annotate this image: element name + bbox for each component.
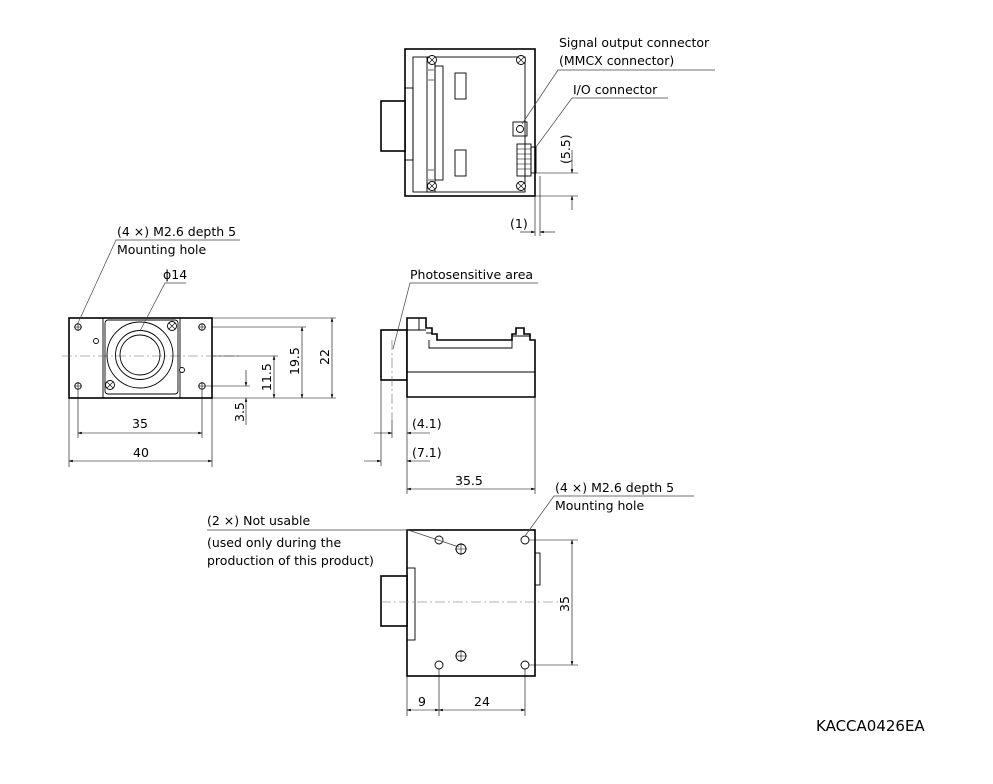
front-mounting-label-line2: Mounting hole: [117, 242, 207, 257]
signal-output-callout: Signal output connector (MMCX connector): [521, 35, 715, 125]
dim-front-hole-top: 19.5: [287, 347, 302, 375]
bottom-mounting-label-line1: (4 ×) M2.6 depth 5: [555, 480, 674, 495]
not-usable-label-line1: (2 ×) Not usable: [207, 513, 311, 528]
top-view: [380, 48, 537, 197]
not-usable-label-line2: (used only during the: [207, 535, 341, 550]
front-view-dimensions: 35 40 3.5 11.5 19.5 22: [68, 317, 336, 467]
bottom-view-lens-mount: [380, 575, 408, 627]
mounting-hole-icon: [434, 660, 444, 670]
top-view-body: [404, 48, 536, 197]
lens-mount-outer: [106, 321, 174, 389]
bottom-view-dimensions: 9 24 35: [406, 539, 578, 716]
io-connector-label: I/O connector: [573, 82, 658, 97]
bottom-mounting-label-line2: Mounting hole: [555, 498, 645, 513]
dim-sensor-depth-2: (7.1): [412, 445, 442, 460]
bottom-view-body: [406, 529, 536, 677]
signal-output-label-line1: Signal output connector: [559, 35, 710, 50]
side-view: [380, 317, 536, 420]
dim-front-center-height: 11.5: [259, 363, 274, 391]
dim-bottom-hole-offset: 9: [418, 694, 426, 709]
top-view-dimensions: (5.5) (1): [510, 134, 578, 236]
signal-output-label-line2: (MMCX connector): [559, 53, 674, 68]
dim-front-hole-pitch: 35: [132, 416, 148, 431]
dim-bottom-hole-pitch-a: 24: [474, 694, 490, 709]
io-connector-callout: I/O connector: [535, 82, 668, 148]
side-view-body: [406, 317, 536, 398]
dim-front-height: 22: [317, 349, 332, 365]
front-mounting-callout: (4 ×) M2.6 depth 5 Mounting hole: [77, 224, 240, 324]
lens-aperture: [119, 334, 161, 376]
front-view: [62, 317, 240, 399]
dim-connector-protrusion: (1): [510, 216, 528, 231]
dim-sensor-depth-1: (4.1): [412, 416, 442, 431]
not-usable-label-line3: production of this product): [207, 553, 374, 568]
photosensitive-label: Photosensitive area: [410, 267, 533, 282]
mounting-hole-icon: [520, 660, 530, 670]
side-view-lens-mount: [380, 329, 408, 381]
lens-diameter-callout: ϕ14: [139, 267, 187, 332]
figure-code: KACCA0426EA: [816, 717, 925, 735]
bottom-view: [380, 529, 560, 677]
dim-front-width: 40: [133, 445, 149, 460]
lens-diameter-label: ϕ14: [163, 267, 187, 282]
top-view-lens-mount: [380, 100, 406, 152]
not-usable-callout: (2 ×) Not usable (used only during the p…: [207, 513, 460, 568]
bottom-mounting-callout: (4 ×) M2.6 depth 5 Mounting hole: [524, 480, 694, 537]
dim-front-hole-bottom: 3.5: [232, 402, 247, 422]
dim-connector-offset: (5.5): [558, 134, 573, 164]
dim-body-length: 35.5: [455, 473, 483, 488]
photosensitive-callout: Photosensitive area: [392, 267, 538, 350]
side-view-dimensions: (4.1) (7.1) 35.5: [364, 380, 536, 494]
dim-bottom-hole-pitch-b: 35: [557, 596, 572, 612]
front-mounting-label-line1: (4 ×) M2.6 depth 5: [117, 224, 236, 239]
mounting-hole-icon: [520, 535, 530, 545]
mmcx-connector: [512, 121, 528, 137]
